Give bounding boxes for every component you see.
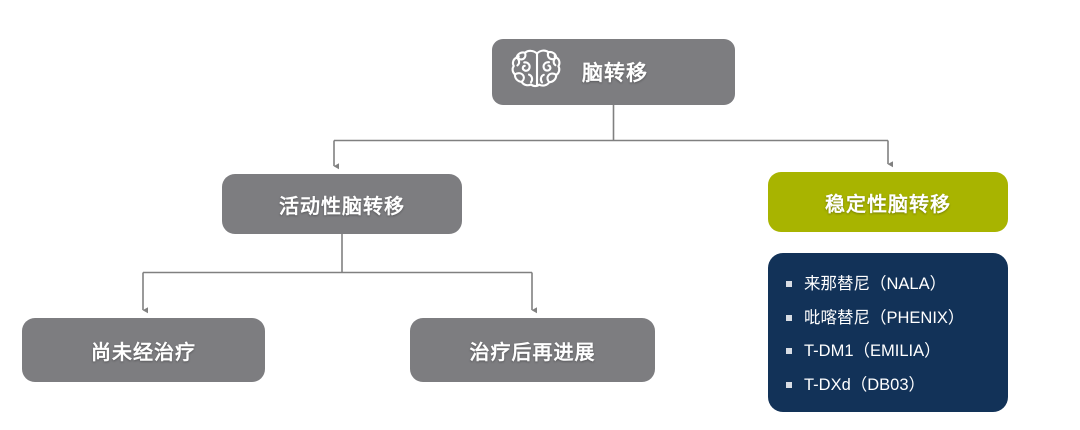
node-active-label: 活动性脑转移: [279, 195, 405, 218]
drug-label: 来那替尼（NALA）: [804, 274, 947, 293]
node-stable-label: 稳定性脑转移: [825, 193, 951, 216]
drug-list-item: T-DXd（DB03）: [786, 376, 998, 394]
node-stable-brain-metastasis[interactable]: 稳定性脑转移: [768, 172, 1008, 232]
drug-label: T-DXd（DB03）: [804, 376, 926, 395]
node-brain-metastasis-root[interactable]: 脑转移: [492, 39, 735, 105]
drug-list-item: 吡喀替尼（PHENIX）: [786, 309, 998, 327]
drug-list-item: T-DM1（EMILIA）: [786, 342, 998, 360]
bullet-square-icon: [786, 348, 792, 355]
bullet-square-icon: [786, 280, 792, 287]
bullet-square-icon: [786, 314, 792, 321]
node-root-label: 脑转移: [582, 62, 648, 85]
drug-list-item: 来那替尼（NALA）: [786, 275, 998, 293]
node-progressed-label: 治疗后再进展: [469, 341, 596, 364]
node-progressed-after-treatment[interactable]: 治疗后再进展: [410, 318, 655, 382]
node-untreated[interactable]: 尚未经治疗: [22, 318, 265, 382]
drug-list-panel: 来那替尼（NALA） 吡喀替尼（PHENIX） T-DM1（EMILIA） T-…: [768, 253, 1008, 412]
drug-label: 吡喀替尼（PHENIX）: [804, 308, 965, 327]
bullet-square-icon: [786, 382, 792, 389]
node-active-brain-metastasis[interactable]: 活动性脑转移: [222, 174, 462, 234]
brain-icon: [510, 47, 564, 97]
connector-root-to-level1: [333, 105, 894, 170]
connector-active-to-level2: [142, 234, 538, 314]
drug-label: T-DM1（EMILIA）: [804, 342, 941, 361]
node-untreated-label: 尚未经治疗: [91, 341, 196, 364]
